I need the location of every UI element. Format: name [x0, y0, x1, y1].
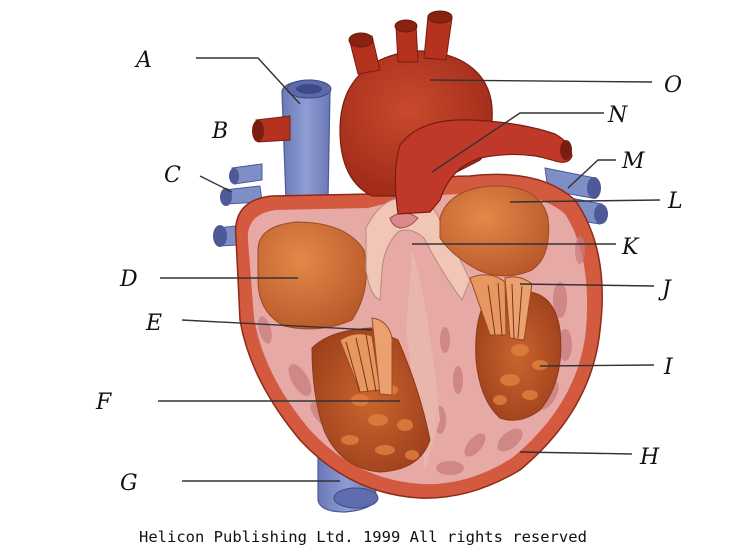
right-pulmonary-artery-opening	[252, 120, 264, 142]
label-B: B	[211, 119, 228, 144]
label-O: O	[664, 73, 682, 98]
label-F: F	[95, 390, 112, 415]
label-H: H	[639, 445, 660, 470]
superior-vena-cava-lumen	[296, 84, 322, 94]
label-K: K	[621, 235, 640, 260]
label-M: M	[621, 149, 645, 174]
copyright-credit: Helicon Publishing Ltd. 1999 All rights …	[139, 528, 587, 546]
left-pulmonary-artery-opening	[560, 140, 572, 160]
label-E: E	[145, 311, 162, 336]
label-G: G	[120, 471, 138, 496]
label-L: L	[667, 189, 683, 214]
right-atrium	[258, 222, 366, 329]
label-C: C	[164, 163, 181, 188]
label-J: J	[658, 277, 672, 302]
label-D: D	[119, 267, 138, 292]
label-N: N	[607, 103, 628, 128]
inferior-vena-cava-opening	[334, 488, 378, 508]
label-A: A	[134, 48, 152, 73]
leader-C	[200, 176, 232, 192]
label-I: I	[663, 355, 674, 380]
leader-I	[540, 365, 654, 366]
